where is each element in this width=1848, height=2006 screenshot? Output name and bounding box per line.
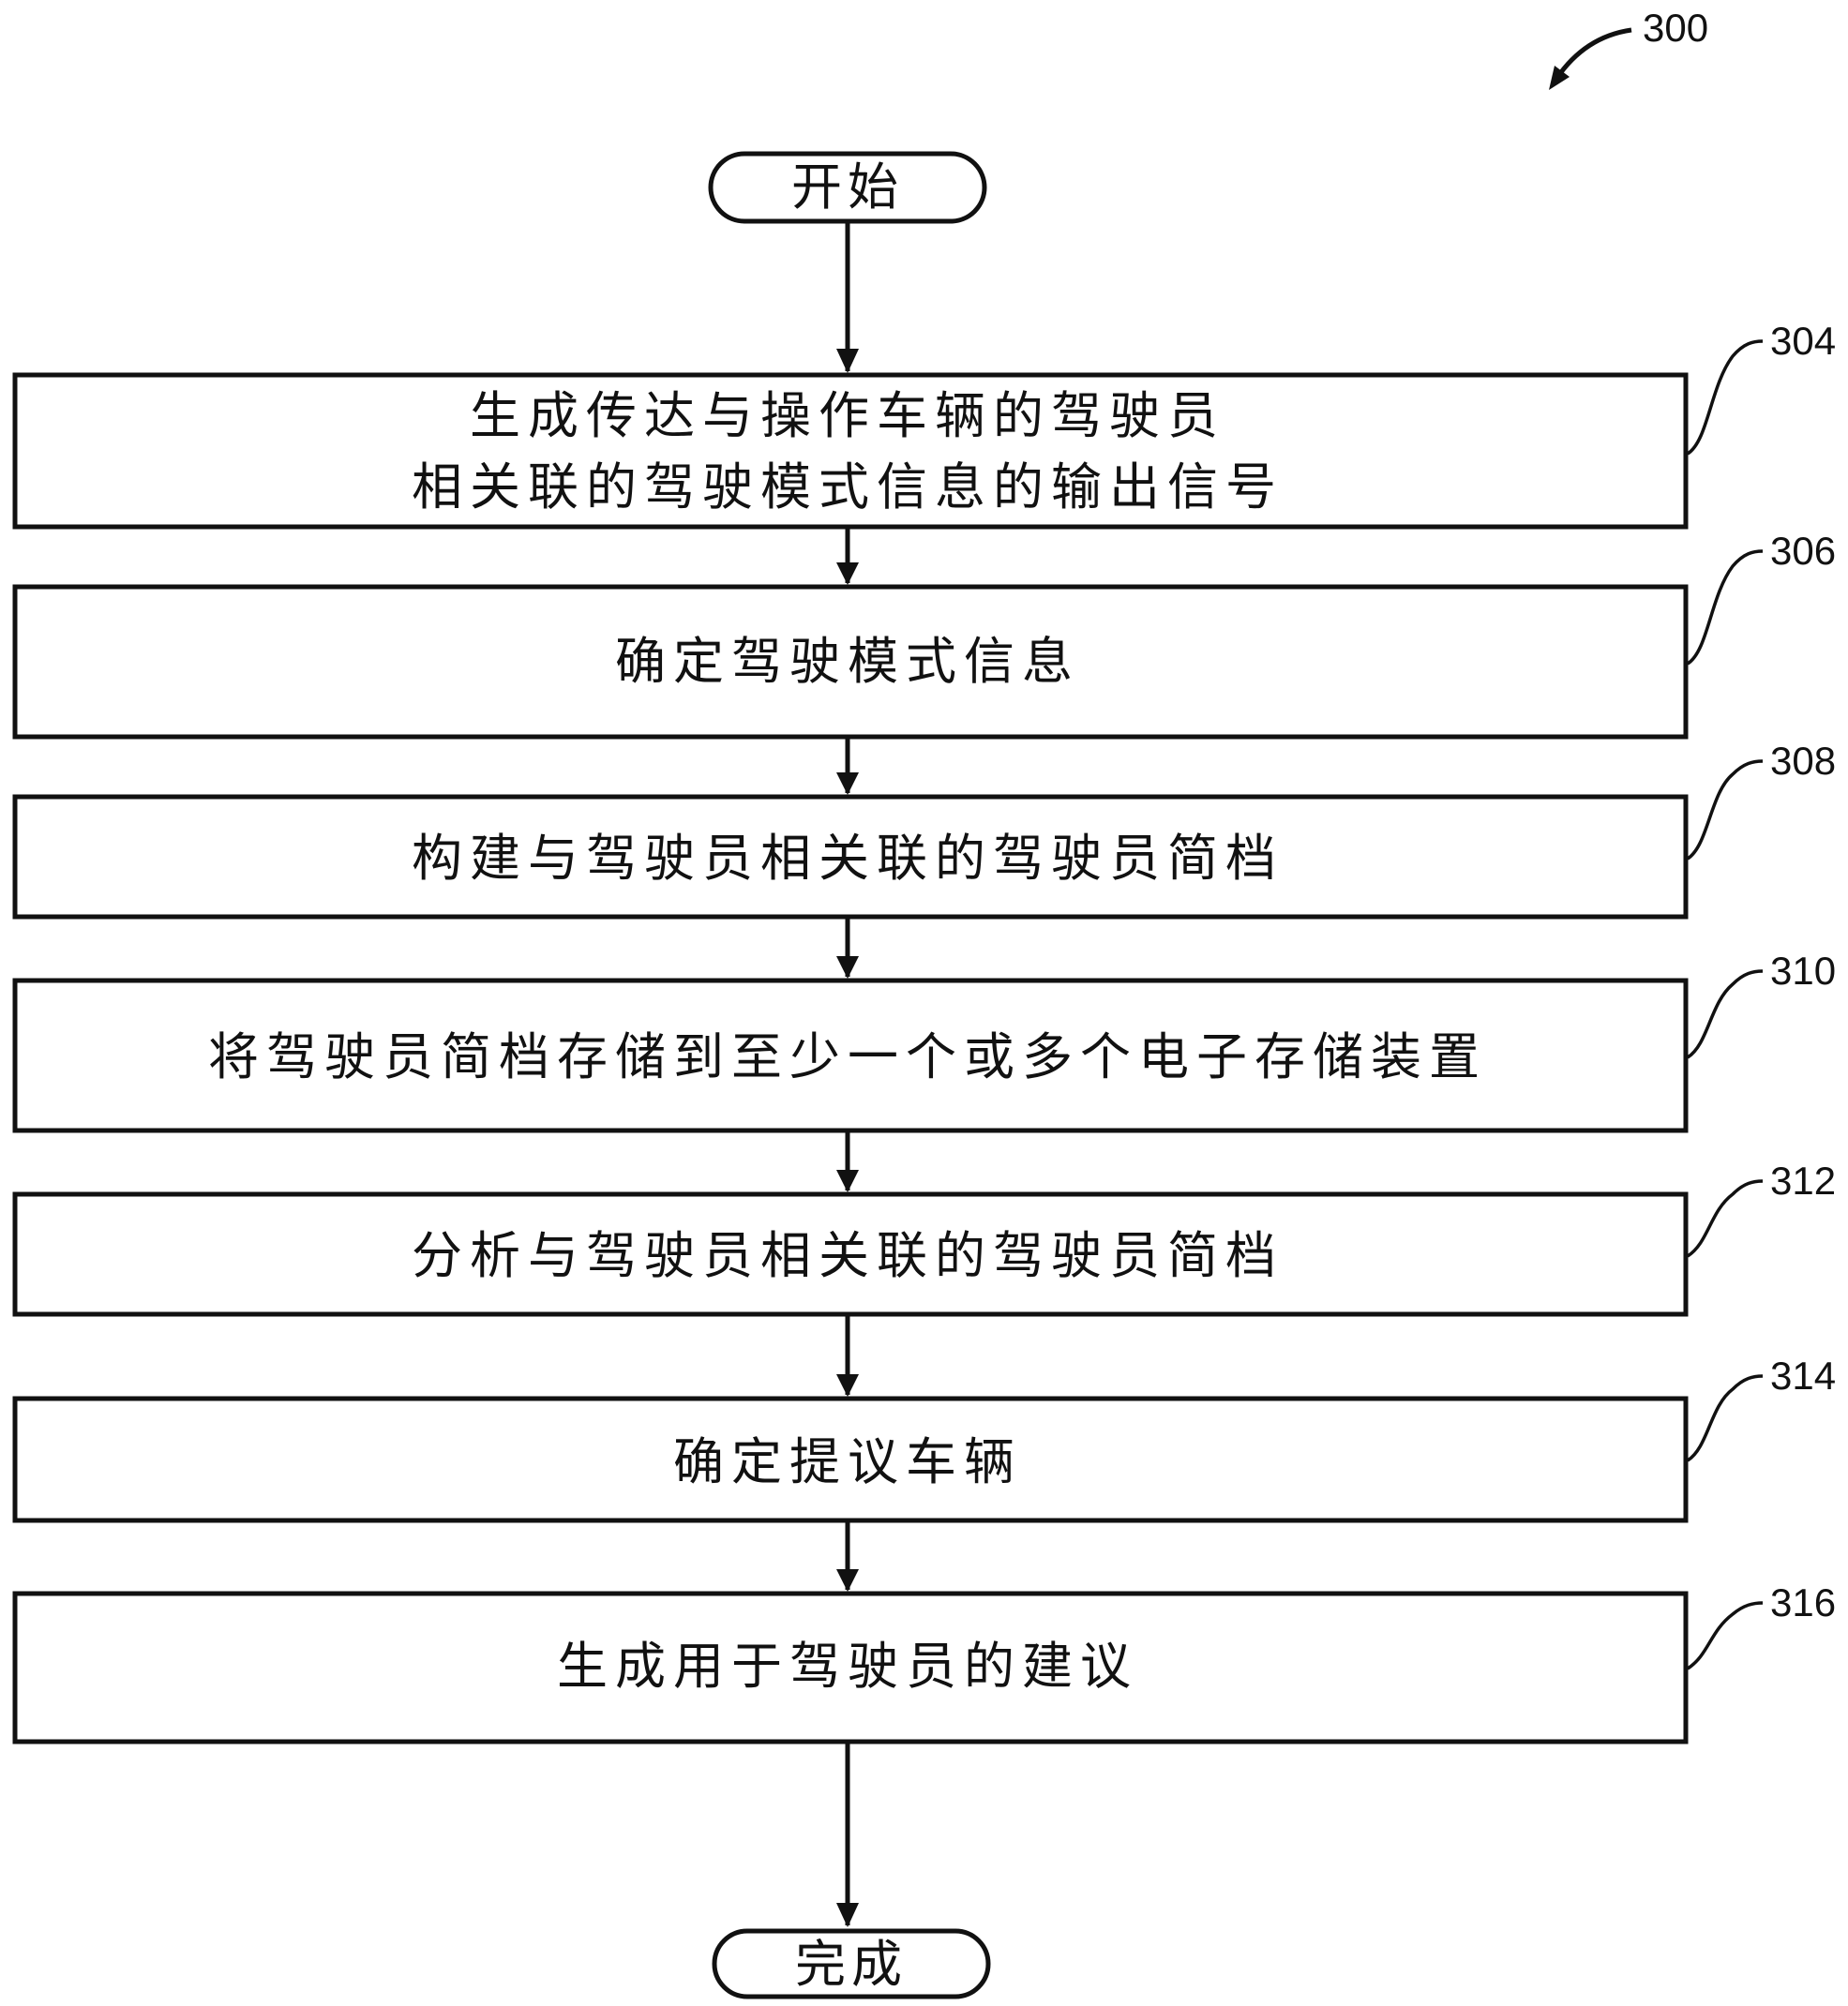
step-304: 生成传达与操作车辆的驾驶员 相关联的驾驶模式信息的输出信号 304 xyxy=(12,319,1836,530)
step-310-ref-leader xyxy=(1686,969,1764,1059)
start-label: 开始 xyxy=(791,157,904,217)
arrowhead-314-to-316 xyxy=(836,1569,859,1592)
step-306-ref-leader xyxy=(1686,549,1764,666)
step-314-ref-leader xyxy=(1686,1374,1764,1462)
start-terminal: 开始 xyxy=(708,151,987,224)
step-306-box xyxy=(12,584,1689,740)
step-312-ref: 312 xyxy=(1770,1159,1836,1203)
figure-reference: 300 xyxy=(1549,6,1708,90)
step-306-text: 确定驾驶模式信息 xyxy=(615,632,1080,691)
step-310: 将驾驶员简档存储到至少一个或多个电子存储装置 310 xyxy=(12,949,1836,1133)
step-316-box xyxy=(12,1591,1689,1744)
step-304-ref-leader xyxy=(1686,339,1764,456)
step-316-ref: 316 xyxy=(1770,1580,1836,1624)
step-304-text-line-1: 生成传达与操作车辆的驾驶员 xyxy=(470,386,1225,445)
end-terminal-shape xyxy=(712,1928,991,1999)
step-316-ref-leader xyxy=(1687,1601,1764,1670)
end-terminal: 完成 xyxy=(712,1928,991,1999)
end-label: 完成 xyxy=(795,1935,908,1994)
figure-reference-arrowhead xyxy=(1549,66,1570,90)
step-308-text: 构建与驾驶员相关联的驾驶员简档 xyxy=(412,829,1284,888)
step-316-text: 生成用于驾驶员的建议 xyxy=(557,1637,1138,1696)
step-304-ref: 304 xyxy=(1770,319,1836,363)
step-310-ref: 310 xyxy=(1770,949,1836,993)
arrowhead-310-to-312 xyxy=(836,1170,859,1192)
step-316: 生成用于驾驶员的建议 316 xyxy=(12,1580,1836,1744)
step-312-ref-leader xyxy=(1686,1179,1764,1258)
arrowhead-start-to-304 xyxy=(836,349,859,373)
step-304-box xyxy=(12,372,1689,530)
step-312-box xyxy=(12,1191,1689,1317)
step-314-box xyxy=(12,1396,1689,1523)
step-306-ref: 306 xyxy=(1770,529,1836,573)
step-312-text: 分析与驾驶员相关联的驾驶员简档 xyxy=(412,1226,1284,1285)
step-310-box xyxy=(12,978,1689,1133)
step-308-ref-leader xyxy=(1686,759,1764,861)
connectors xyxy=(836,221,859,1927)
arrowhead-308-to-310 xyxy=(836,956,859,979)
arrowhead-316-to-end xyxy=(836,1903,859,1927)
step-306: 确定驾驶模式信息 306 xyxy=(12,529,1836,740)
step-308-ref: 308 xyxy=(1770,739,1836,783)
step-314-text: 确定提议车辆 xyxy=(673,1432,1022,1491)
step-304-text-line-2: 相关联的驾驶模式信息的输出信号 xyxy=(412,457,1284,516)
step-310-text: 将驾驶员简档存储到至少一个或多个电子存储装置 xyxy=(208,1027,1487,1086)
step-308-box xyxy=(12,794,1689,920)
figure-reference-label: 300 xyxy=(1643,6,1708,50)
step-312: 分析与驾驶员相关联的驾驶员简档 312 xyxy=(12,1159,1836,1317)
step-314: 确定提议车辆 314 xyxy=(12,1354,1836,1523)
arrowhead-312-to-314 xyxy=(836,1374,859,1397)
arrowhead-306-to-308 xyxy=(836,772,859,795)
step-308: 构建与驾驶员相关联的驾驶员简档 308 xyxy=(12,739,1836,920)
arrowhead-304-to-306 xyxy=(836,562,859,585)
step-314-ref: 314 xyxy=(1770,1354,1836,1398)
figure-reference-arrow xyxy=(1554,27,1632,81)
